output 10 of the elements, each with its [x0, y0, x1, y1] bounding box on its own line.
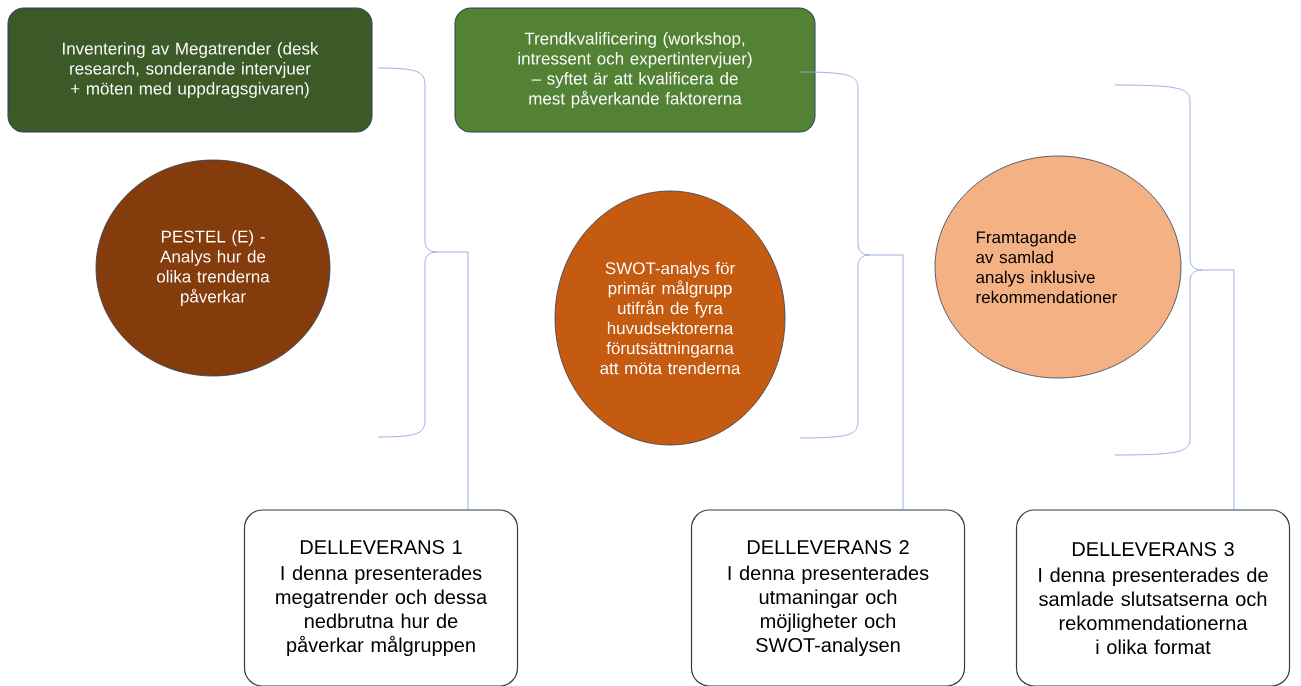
deliverable-box: DELLEVERANS 2 I denna presenterades utmaningar och möjligheter och SWOT-analysen	[690, 509, 966, 686]
connector-line	[436, 251, 469, 510]
process-box: Inventering av Megatrender (desk research, sonderande intervjuer + möten med uppdragsgivaren)	[7, 7, 373, 133]
process-box: Trendkvalificering (workshop, intressent och expertintervjuer) – syftet är att kvalificera de mest påverkande faktorerna	[454, 7, 816, 133]
deliverable-box: DELLEVERANS 1 I denna presenterades megatrender och dessa nedbrutna hur de påverkar målgruppen	[243, 509, 519, 686]
deliverable-box: DELLEVERANS 3 I denna presenterades de samlade slutsatserna och rekommendationerna i olika format	[1015, 509, 1291, 686]
connector-line	[869, 254, 904, 510]
connector-line	[1201, 269, 1235, 510]
curly-brace	[799, 71, 871, 439]
curly-brace	[377, 67, 438, 438]
